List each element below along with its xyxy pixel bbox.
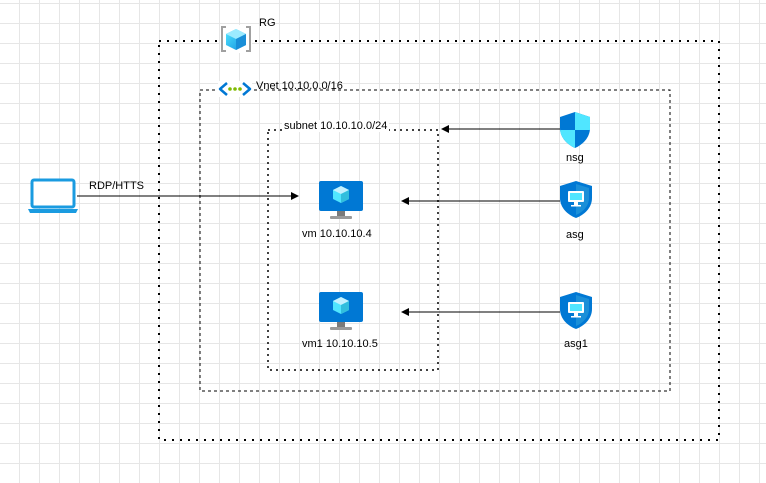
vm1-label: vm1 10.10.10.5 [302, 338, 378, 350]
vm-label: vm 10.10.10.4 [302, 228, 372, 240]
subnet-label: subnet 10.10.10.0/24 [282, 120, 390, 132]
rdp-connection-label: RDP/HTTS [89, 180, 144, 192]
subnet-boundary[interactable] [267, 129, 439, 371]
vm1-icon[interactable] [319, 292, 363, 330]
application-security-group-1-icon[interactable] [560, 292, 592, 329]
asg1-label: asg1 [564, 338, 588, 350]
laptop-icon[interactable] [28, 178, 78, 213]
nsg-label: nsg [566, 152, 584, 164]
application-security-group-icon[interactable] [560, 181, 592, 218]
resource-group-icon [220, 25, 252, 53]
network-security-group-icon[interactable] [560, 112, 590, 148]
asg-label: asg [566, 229, 584, 241]
vnet-label: Vnet 10.10.0.0/16 [256, 80, 343, 92]
vnet-boundary[interactable] [199, 89, 671, 392]
vnet-icon [218, 81, 252, 97]
vm-icon[interactable] [319, 181, 363, 219]
resource-group-boundary[interactable] [158, 40, 720, 441]
resource-group-label: RG [259, 17, 276, 29]
